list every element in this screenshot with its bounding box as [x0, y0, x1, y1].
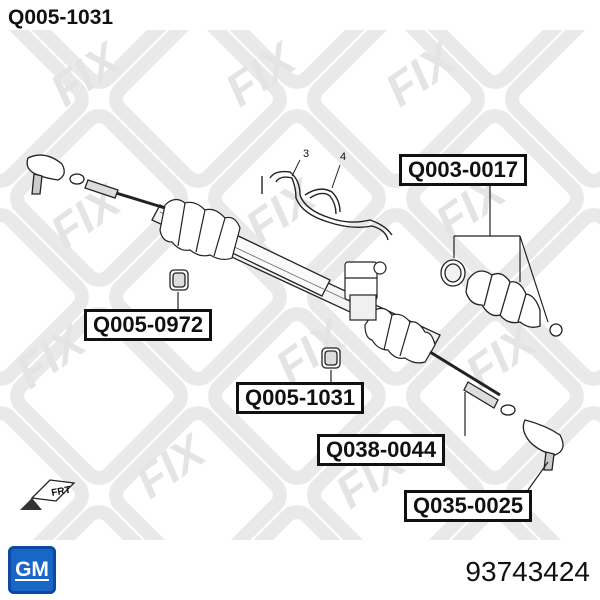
left-tie-rod [26, 154, 166, 210]
gm-logo-text: GM [15, 558, 49, 581]
callout-4: 4 [340, 151, 346, 163]
part-label-inner-tie-rod[interactable]: Q038-0044 [317, 434, 446, 466]
gm-logo: GM [8, 546, 56, 594]
part-label-boot-kit[interactable]: Q003-0017 [399, 154, 528, 186]
hydraulic-lines [261, 170, 393, 241]
front-direction-arrow [20, 479, 76, 510]
frt-label: FRT [51, 485, 72, 499]
oem-part-number: 93743424 [465, 556, 590, 587]
page-title: Q005-1031 [8, 6, 114, 29]
label-leader-lines [177, 186, 549, 491]
left-rack-boot [159, 198, 241, 261]
callout-3: 3 [303, 148, 309, 160]
right-rack-boot [364, 307, 436, 364]
callout-leaders [291, 159, 341, 189]
left-bushing [169, 269, 189, 291]
part-label-outer-tie-rod-end[interactable]: Q035-0025 [404, 490, 533, 522]
boot-kit [440, 259, 563, 337]
right-tie-rod [429, 350, 564, 471]
part-label-right-bushing[interactable]: Q005-1031 [236, 382, 365, 414]
right-bushing [321, 347, 341, 369]
pinion-valve [344, 261, 387, 321]
part-label-left-bushing[interactable]: Q005-0972 [84, 309, 213, 341]
